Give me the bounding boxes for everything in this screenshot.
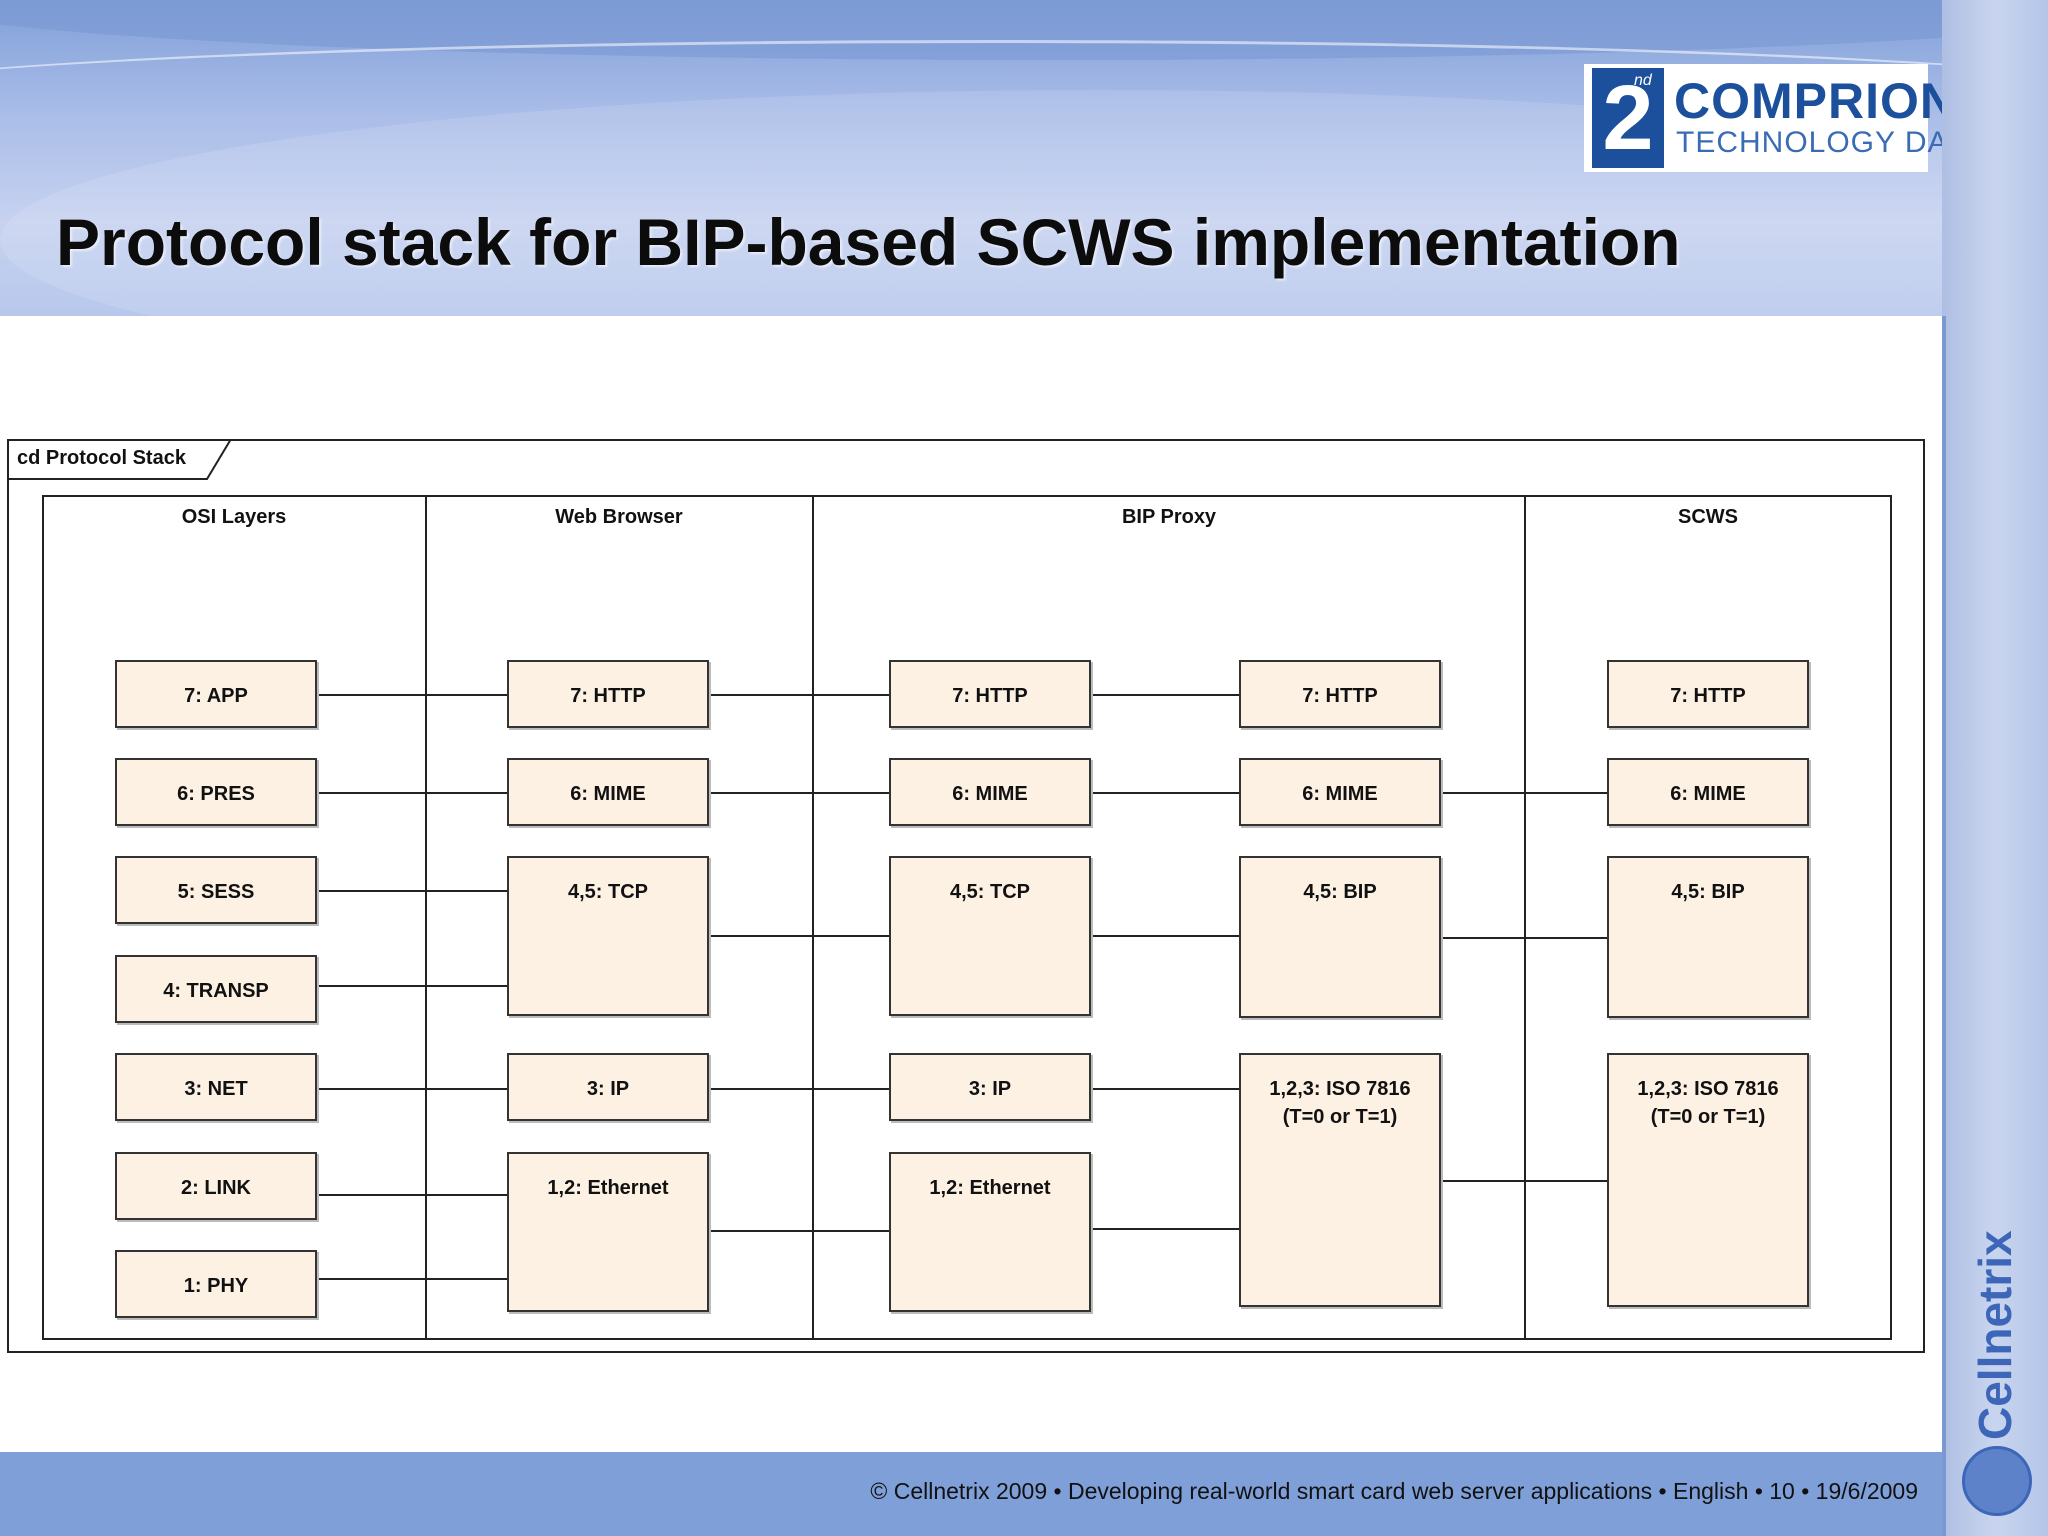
sidebar-edge [1942, 316, 1946, 1536]
osi-layer-node: 6: PRES [115, 758, 317, 826]
logo-line1: COMPRION [1674, 73, 1957, 129]
logo-number: 2 [1592, 68, 1664, 168]
cellnetrix-logo-icon [1962, 1446, 2032, 1516]
comprion-logo: 2 nd COMPRION TECHNOLOGY DAY [1584, 64, 1966, 172]
browser-stack-node: 3: IP [507, 1053, 709, 1121]
scws-stack-node: 7: HTTP [1607, 660, 1809, 728]
connector-line [1441, 937, 1607, 939]
osi-layer-node: 4: TRANSP [115, 955, 317, 1023]
proxy-ip-stack-node: 1,2: Ethernet [889, 1152, 1091, 1312]
proxy-card-stack-node: 4,5: BIP [1239, 856, 1441, 1018]
proxy-ip-stack-node: 4,5: TCP [889, 856, 1091, 1016]
osi-layer-node: 3: NET [115, 1053, 317, 1121]
connector-line [317, 694, 507, 696]
proxy-card-stack-node: 1,2,3: ISO 7816 (T=0 or T=1) [1239, 1053, 1441, 1307]
osi-layer-node: 2: LINK [115, 1152, 317, 1220]
lane-title-scws: SCWS [1678, 506, 1738, 528]
osi-layer-node: 5: SESS [115, 856, 317, 924]
connector-line [1091, 935, 1239, 937]
swimlane-container [42, 495, 1892, 1340]
proxy-ip-stack-node: 3: IP [889, 1053, 1091, 1121]
lane-divider [1524, 495, 1526, 1340]
footer-text: © Cellnetrix 2009 • Developing real-worl… [870, 1478, 1918, 1504]
connector-line [1441, 792, 1607, 794]
node-line: 1,2,3: ISO 7816 [1637, 1078, 1779, 1100]
connector-line [709, 1230, 889, 1232]
browser-stack-node: 4,5: TCP [507, 856, 709, 1016]
scws-stack-node: 4,5: BIP [1607, 856, 1809, 1018]
frame-label-tab [7, 439, 232, 480]
slide-footer: © Cellnetrix 2009 • Developing real-worl… [0, 1452, 1942, 1536]
osi-layer-node: 1: PHY [115, 1250, 317, 1318]
osi-layer-node: 7: APP [115, 660, 317, 728]
header-decoration-line [0, 40, 1942, 163]
proxy-ip-stack-node: 7: HTTP [889, 660, 1091, 728]
browser-stack-node: 1,2: Ethernet [507, 1152, 709, 1312]
browser-stack-node: 7: HTTP [507, 660, 709, 728]
connector-line [1091, 1088, 1239, 1090]
browser-stack-node: 6: MIME [507, 758, 709, 826]
proxy-ip-stack-node: 6: MIME [889, 758, 1091, 826]
connector-line [1091, 694, 1239, 696]
lane-divider [425, 495, 427, 1340]
connector-line [709, 1088, 889, 1090]
right-sidebar [1942, 0, 2048, 1536]
scws-stack-node: 1,2,3: ISO 7816 (T=0 or T=1) [1607, 1053, 1809, 1307]
connector-line [709, 792, 889, 794]
lane-title-web-browser: Web Browser [555, 506, 683, 528]
slide-title: Protocol stack for BIP-based SCWS implem… [56, 205, 1681, 279]
node-line: (T=0 or T=1) [1282, 1106, 1398, 1128]
lane-title-osi: OSI Layers [181, 506, 287, 528]
connector-line [1091, 792, 1239, 794]
proxy-card-stack-node: 6: MIME [1239, 758, 1441, 826]
connector-line [317, 890, 507, 892]
logo-line2: TECHNOLOGY DAY [1676, 126, 1968, 159]
node-line: (T=0 or T=1) [1650, 1106, 1766, 1128]
proxy-card-stack-node: 7: HTTP [1239, 660, 1441, 728]
node-line: 1,2,3: ISO 7816 [1269, 1078, 1411, 1100]
connector-line [1441, 1180, 1607, 1182]
connector-line [709, 694, 889, 696]
connector-line [317, 985, 507, 987]
cellnetrix-brand: Cellnetrix [1969, 1230, 2021, 1440]
logo-ordinal-suffix: nd [1634, 72, 1652, 89]
scws-stack-node: 6: MIME [1607, 758, 1809, 826]
connector-line [317, 1088, 507, 1090]
connector-line [317, 792, 507, 794]
connector-line [1091, 1228, 1239, 1230]
diagram-frame [7, 439, 1925, 1353]
lane-divider [812, 495, 814, 1340]
connector-line [317, 1194, 507, 1196]
connector-line [317, 1278, 507, 1280]
lane-title-bip-proxy: BIP Proxy [1121, 506, 1217, 528]
frame-label: cd Protocol Stack [17, 447, 186, 469]
connector-line [709, 935, 889, 937]
